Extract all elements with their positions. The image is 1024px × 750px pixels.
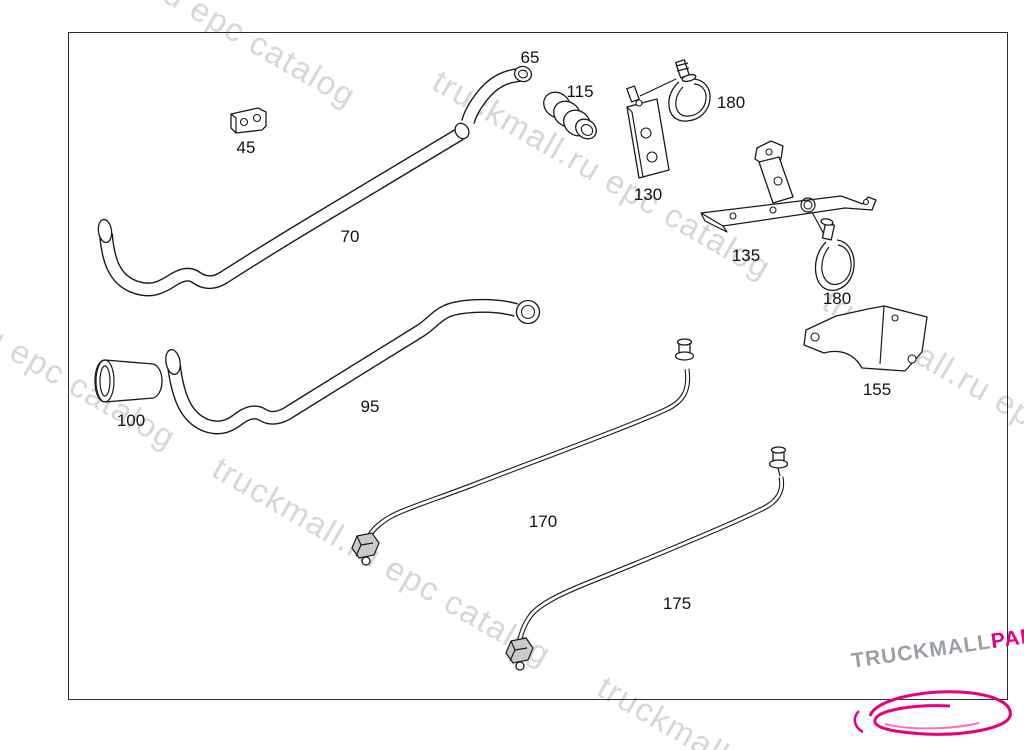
bracket-45 [230, 107, 267, 134]
coupler-115 [543, 91, 597, 140]
bracket-135 [700, 140, 877, 239]
part-label-100[interactable]: 100 [116, 411, 146, 430]
bracket-155 [803, 305, 928, 372]
clamp-180-top [639, 59, 711, 122]
part-label-115[interactable]: 115 [566, 82, 594, 101]
clamp-180-bottom [814, 218, 855, 292]
part-label-170[interactable]: 170 [528, 512, 558, 531]
part-label-130[interactable]: 130 [633, 185, 663, 204]
pipe-175 [505, 446, 789, 671]
part-label-45[interactable]: 45 [236, 138, 256, 157]
part-label-65[interactable]: 65 [520, 48, 540, 67]
part-label-155[interactable]: 155 [862, 380, 892, 399]
hose-95 [165, 298, 541, 435]
bracket-130 [626, 85, 670, 179]
logo-swirl-icon [853, 690, 1012, 736]
hose-65 [461, 65, 533, 124]
part-label-180-top[interactable]: 180 [716, 93, 746, 112]
part-label-95[interactable]: 95 [360, 397, 380, 416]
sleeve-100 [94, 359, 163, 403]
hose-70 [97, 122, 470, 297]
part-label-175[interactable]: 175 [662, 594, 692, 613]
part-label-135[interactable]: 135 [731, 246, 761, 265]
pipe-170 [351, 338, 695, 566]
part-label-70[interactable]: 70 [340, 227, 360, 246]
part-label-180-bottom[interactable]: 180 [822, 289, 852, 308]
